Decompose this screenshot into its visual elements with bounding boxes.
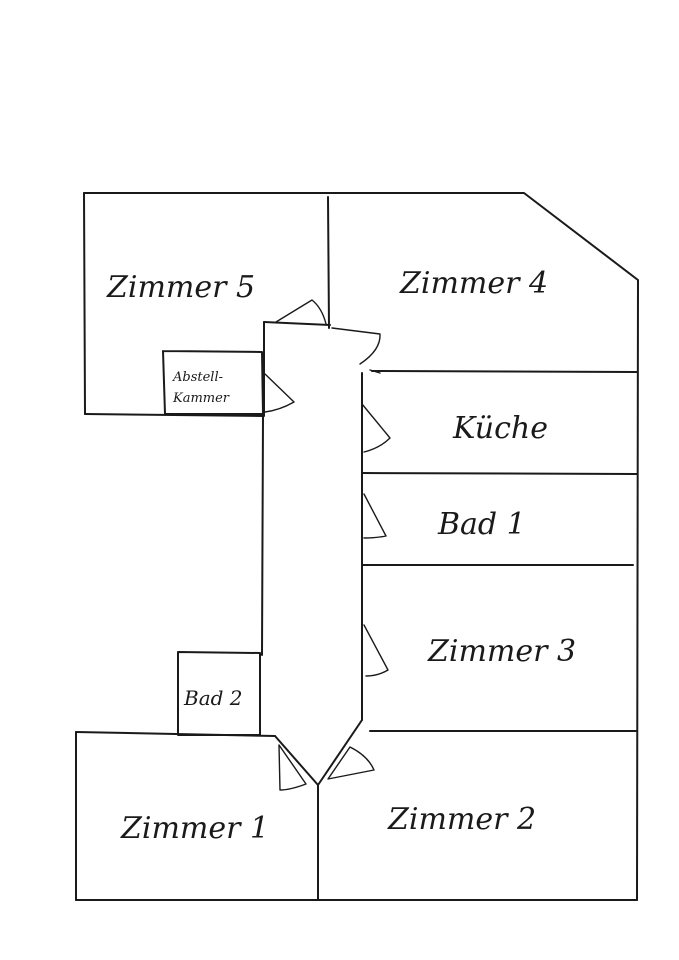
door-swing-zimmer4 — [331, 327, 381, 365]
label-zimmer2: Zimmer 2 — [387, 802, 536, 837]
label-kueche: Küche — [452, 411, 548, 446]
label-abstell-line1: Abstell- — [172, 370, 223, 385]
door-swing-kueche — [361, 403, 391, 453]
wall-zimmer1-top — [75, 731, 276, 737]
walls — [75, 192, 639, 901]
doors — [264, 299, 391, 791]
label-zimmer4: Zimmer 4 — [399, 266, 548, 301]
wall-kueche-bad1 — [361, 472, 638, 475]
door-swing-zimmer5 — [275, 299, 327, 325]
door-swing-zimmer1 — [278, 744, 307, 791]
label-abstell-line2: Kammer — [172, 391, 230, 406]
door-mark-right — [369, 369, 381, 374]
label-bad2: Bad 2 — [183, 686, 243, 710]
label-bad1: Bad 1 — [437, 507, 526, 542]
label-zimmer3: Zimmer 3 — [427, 634, 576, 669]
wall-corridor-top-stub — [263, 321, 331, 326]
door-swing-zimmer3 — [363, 624, 389, 677]
label-zimmer5: Zimmer 5 — [106, 270, 255, 305]
label-zimmer1: Zimmer 1 — [120, 811, 269, 846]
door-swing-abstellkammer — [264, 373, 295, 413]
wall-top — [83, 192, 639, 901]
door-swing-bad1 — [363, 493, 387, 539]
wall-corridor-bottom-left — [274, 735, 319, 786]
wall-kueche-top — [371, 370, 638, 373]
wall-left-upper — [83, 192, 86, 415]
room-labels: Zimmer 5 Zimmer 4 Abstell- Kammer Küche … — [106, 266, 576, 846]
wall-zimmer5-zimmer4 — [327, 196, 330, 329]
wall-corridor-bottom-right — [317, 719, 363, 786]
wall-corridor-left — [261, 415, 264, 656]
door-swing-zimmer2 — [327, 746, 375, 780]
